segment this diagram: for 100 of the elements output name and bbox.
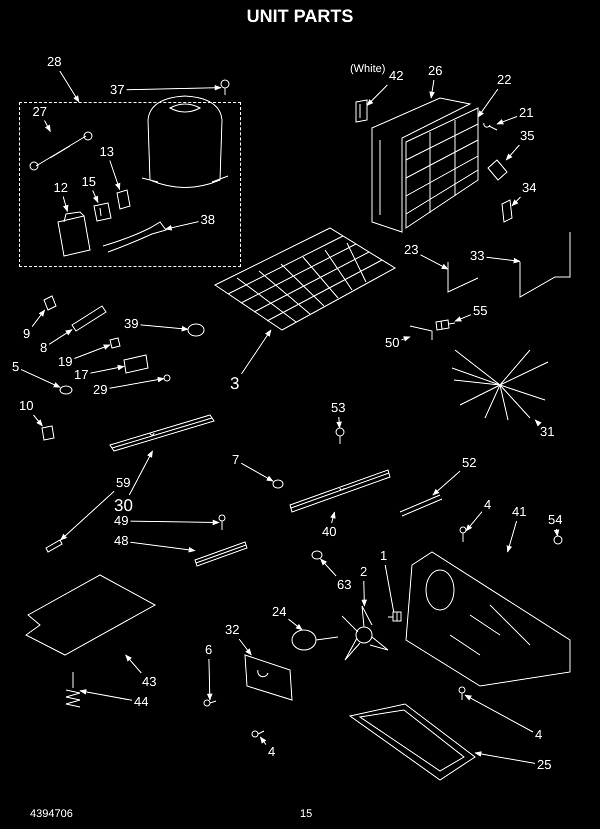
leader-line xyxy=(62,196,68,212)
rod-drawing xyxy=(400,494,442,516)
leader-line xyxy=(238,638,252,656)
callout-number: 54 xyxy=(548,513,562,527)
thermostat-drawing xyxy=(487,159,508,181)
callout-number: 27 xyxy=(32,104,47,118)
leader-line xyxy=(330,511,336,524)
leader-line xyxy=(206,658,213,701)
callout-number: 1 xyxy=(380,549,388,563)
wire-lead-drawing xyxy=(102,221,166,252)
nut-drawing xyxy=(312,550,322,560)
callout-number: 7 xyxy=(232,453,240,467)
leader-line xyxy=(92,190,98,204)
callout-number: 4 xyxy=(484,498,492,512)
screw-drawing xyxy=(483,122,498,130)
leader-line xyxy=(128,450,153,496)
callout-number: 59 xyxy=(116,476,130,490)
plug-drawing xyxy=(436,319,456,330)
clip-drawing xyxy=(41,425,55,441)
callout-number: 41 xyxy=(512,505,526,519)
callout-number: 26 xyxy=(428,64,442,78)
fan-blade-drawing xyxy=(342,606,388,660)
shaft-drawing xyxy=(388,612,402,622)
subtitle: (White) xyxy=(350,63,386,75)
leader-line xyxy=(366,84,388,106)
callout-number: 44 xyxy=(134,695,148,709)
callout-number: 19 xyxy=(58,355,72,369)
cap-drawing xyxy=(109,337,121,349)
clip-drawing xyxy=(356,99,368,122)
callout-number: 49 xyxy=(114,514,128,528)
leader-line xyxy=(33,414,43,427)
leader-line xyxy=(60,490,114,540)
leader-line xyxy=(130,542,196,553)
clip-drawing xyxy=(60,386,72,394)
leader-line xyxy=(79,689,132,701)
base-plate-drawing xyxy=(406,552,570,686)
leader-line xyxy=(384,564,394,612)
title: UNIT PARTS xyxy=(246,6,354,27)
bracket-drawing xyxy=(123,354,149,374)
nut-drawing xyxy=(554,536,562,544)
callout-number: 52 xyxy=(462,456,476,470)
leader-line xyxy=(126,84,222,91)
callout-number: 4 xyxy=(535,728,542,742)
leader-line xyxy=(506,520,518,553)
leader-line xyxy=(486,256,521,264)
fan-motor-drawing xyxy=(292,630,338,650)
spring-drawing xyxy=(66,672,80,708)
tube-drawing xyxy=(410,326,432,340)
leader-line xyxy=(401,336,411,342)
leader-line xyxy=(464,694,534,732)
callout-number: 23 xyxy=(404,243,418,257)
leader-line xyxy=(74,344,111,359)
spacer-drawing xyxy=(45,539,63,553)
drain-pan-drawing xyxy=(348,703,476,781)
callout-number: 25 xyxy=(537,758,552,772)
callout-number: 55 xyxy=(473,304,488,318)
leader-line xyxy=(140,324,189,332)
leader-line xyxy=(32,309,46,328)
leader-line xyxy=(125,654,142,674)
leader-line xyxy=(466,511,482,532)
tube-drawing xyxy=(520,232,570,298)
leader-line xyxy=(48,329,73,345)
callout-number: 31 xyxy=(540,425,554,439)
relay-drawing xyxy=(57,210,90,256)
leader-line xyxy=(512,196,521,206)
callout-number: 48 xyxy=(114,534,128,548)
leader-line xyxy=(260,736,266,746)
leader-line xyxy=(554,528,560,537)
callout-number: 29 xyxy=(93,383,108,397)
evaporator-coil-drawing xyxy=(406,107,478,228)
leader-line xyxy=(44,120,51,132)
callout-number: 37 xyxy=(110,83,124,97)
leader-line xyxy=(109,376,165,389)
leader-line xyxy=(534,420,542,426)
leader-line xyxy=(429,80,435,99)
callout-number: 10 xyxy=(19,399,34,413)
condenser-drawing xyxy=(214,227,396,330)
screw-drawing xyxy=(204,700,216,706)
leader-line xyxy=(90,364,125,374)
callout-number: 21 xyxy=(519,106,534,120)
leader-line xyxy=(336,416,342,429)
screw-drawing xyxy=(252,730,264,738)
callout-number: 50 xyxy=(385,336,400,350)
leader-line xyxy=(320,558,337,576)
callout-number: 22 xyxy=(497,73,512,87)
callout-number: 8 xyxy=(40,341,48,355)
screw-drawing xyxy=(458,686,466,700)
leader-line xyxy=(420,254,449,270)
leader-line xyxy=(288,618,303,630)
leader-line xyxy=(506,144,520,161)
page-number: 15 xyxy=(300,808,312,820)
leader-line xyxy=(496,116,518,124)
tube-drawing xyxy=(448,262,478,293)
capacitor-drawing xyxy=(93,202,112,221)
callout-number: 32 xyxy=(225,623,240,637)
callout-number: 34 xyxy=(522,181,536,195)
callout-number: 12 xyxy=(54,180,68,194)
callout-number: 5 xyxy=(12,360,20,374)
callout-number: 38 xyxy=(200,212,215,226)
callout-number: 43 xyxy=(142,675,156,689)
